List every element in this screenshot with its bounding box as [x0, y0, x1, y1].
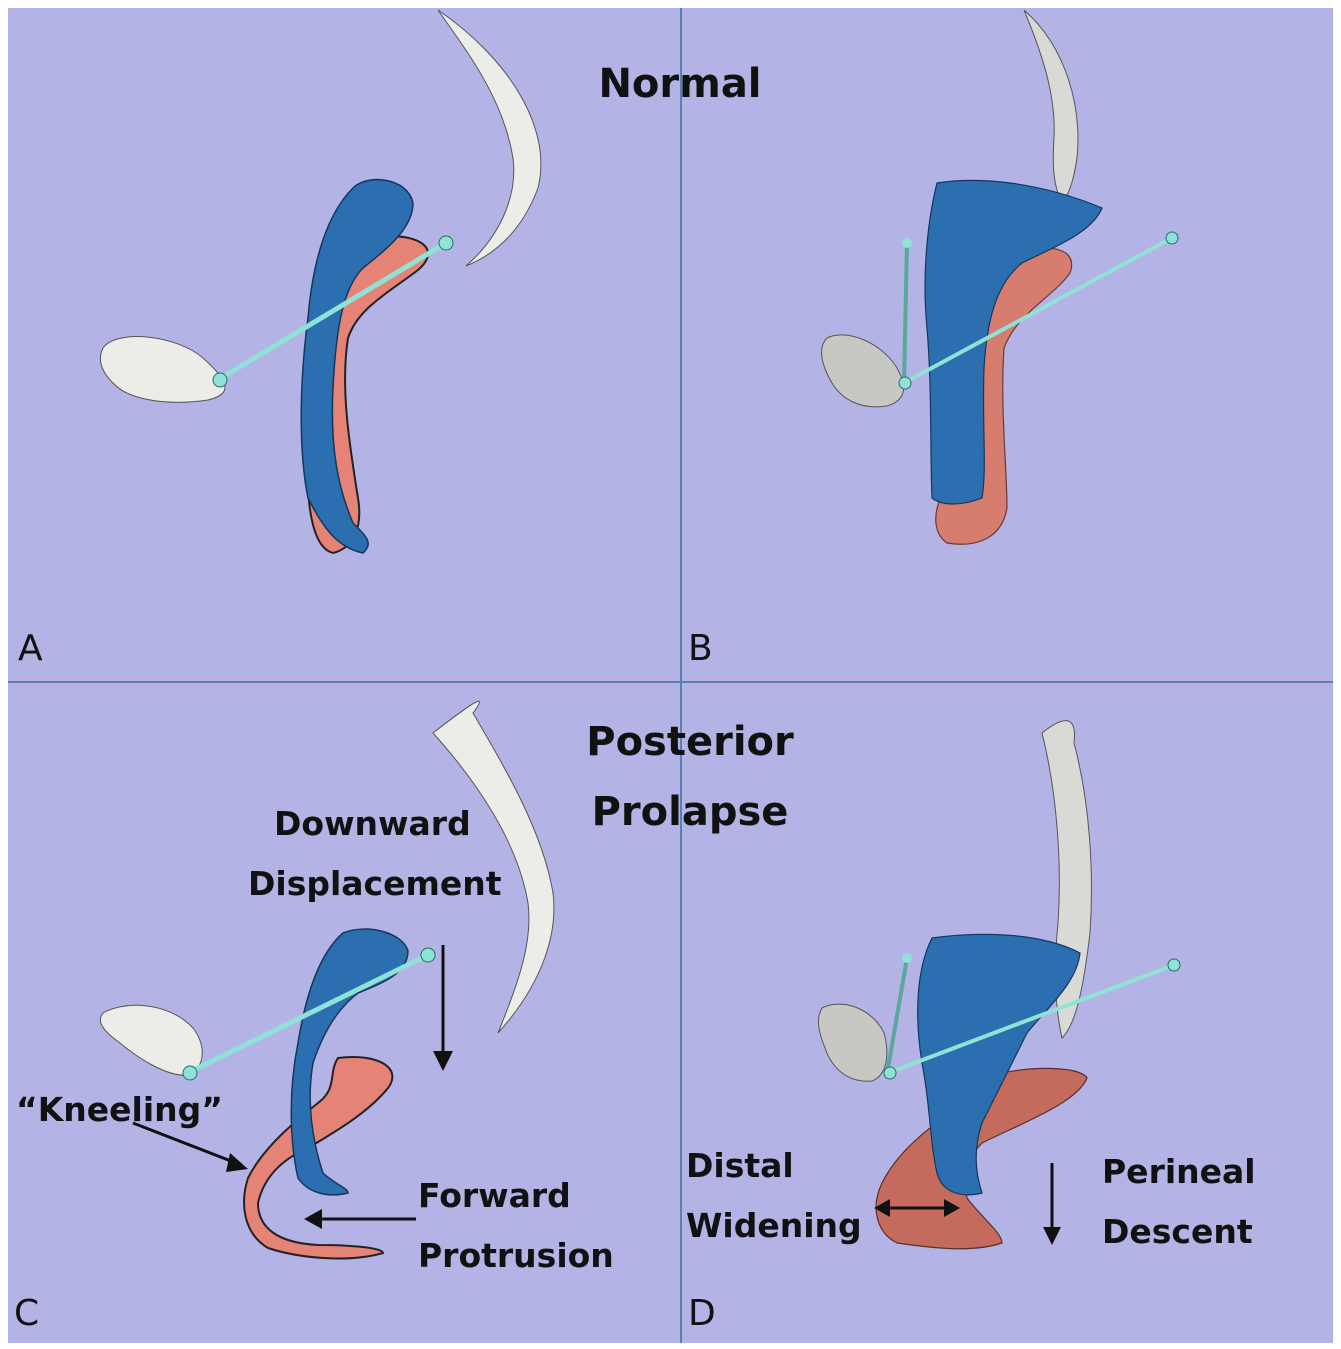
label-kneeling: “Kneeling”	[16, 1089, 223, 1130]
vertical-divider	[680, 8, 682, 1343]
reference-line-start	[899, 377, 911, 389]
reference-line-end	[1168, 959, 1180, 971]
forward-arrow	[304, 1209, 416, 1229]
panel-b-letter: B	[688, 628, 713, 669]
panel-d-letter: D	[688, 1293, 716, 1334]
perineal-descent-arrow	[1043, 1163, 1061, 1245]
reference-line-start	[183, 1066, 197, 1080]
kneeling-arrow	[133, 1123, 248, 1172]
label-distal-line2: Widening	[686, 1205, 862, 1246]
pubic-bone	[822, 335, 904, 407]
vagina	[925, 180, 1102, 504]
pubic-bone	[100, 337, 224, 403]
label-perineal-line2: Descent	[1102, 1211, 1253, 1252]
reference-line-short-end	[902, 953, 912, 963]
reference-line-start	[884, 1067, 896, 1079]
reference-line-end	[1166, 232, 1178, 244]
label-forward-line2: Protrusion	[418, 1235, 614, 1276]
sacrum	[1024, 10, 1078, 203]
downward-arrow	[433, 945, 453, 1071]
panel-a: A	[8, 8, 680, 681]
label-forward-line1: Forward	[418, 1175, 571, 1216]
label-downward-line2: Displacement	[248, 863, 502, 904]
panel-d: Distal Widening Perineal Descent D	[682, 683, 1333, 1343]
pubic-bone	[818, 1004, 886, 1081]
reference-line-end	[421, 948, 435, 962]
heading-normal: Normal	[560, 60, 800, 108]
reference-line-end	[439, 236, 453, 250]
label-perineal-line1: Perineal	[1102, 1151, 1256, 1192]
panel-b: B	[682, 8, 1333, 681]
vagina	[918, 934, 1080, 1194]
panel-b-illustration	[682, 8, 1333, 681]
reference-line-short	[904, 243, 907, 383]
reference-line-short-end	[902, 238, 912, 248]
reference-line-short	[888, 958, 907, 1068]
panel-a-letter: A	[18, 628, 43, 669]
label-distal-line1: Distal	[686, 1145, 794, 1186]
heading-prolapse: Prolapse	[560, 788, 820, 836]
panel-c-letter: C	[14, 1293, 39, 1334]
pubic-bone	[100, 1005, 202, 1075]
sacrum	[438, 10, 541, 266]
heading-posterior: Posterior	[560, 718, 820, 766]
reference-line-start	[213, 373, 227, 387]
panel-c: Downward Displacement “Kneeling” Forward…	[8, 683, 680, 1343]
horizontal-divider	[8, 681, 1333, 683]
panel-a-illustration	[8, 8, 680, 681]
label-downward-line1: Downward	[274, 803, 471, 844]
